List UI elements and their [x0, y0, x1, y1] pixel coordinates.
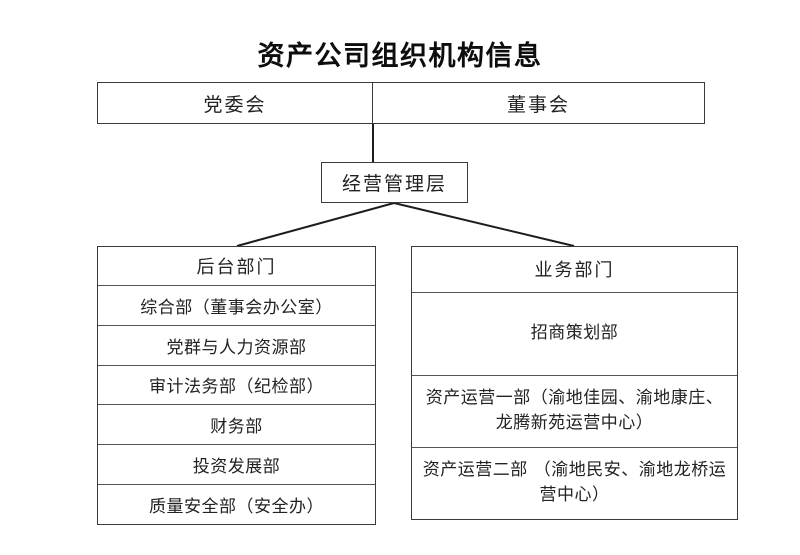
connector-management-to-backoffice: [236, 202, 395, 247]
business-item-asset-operation-two: 资产运营二部 （渝地民安、渝地龙桥运营中心）: [422, 459, 727, 506]
backoffice-item-quality-safety: 质量安全部（安全办）: [149, 496, 324, 517]
backoffice-item-finance: 财务部: [98, 405, 375, 445]
node-management-layer: 经营管理层: [321, 162, 468, 203]
business-department-column: 业务部门 招商策划部 资产运营一部（渝地佳园、渝地康庄、龙腾新苑运营中心） 资产…: [411, 246, 738, 520]
backoffice-item-audit-legal: 审计法务部（纪检部）: [98, 366, 375, 406]
backoffice-item-party-hr: 党群与人力资源部: [98, 326, 375, 366]
node-party-committee: 党委会: [98, 83, 373, 123]
business-column-header: 业务部门: [412, 247, 737, 293]
backoffice-item-investment: 投资发展部: [98, 445, 375, 485]
business-item-asset-operation-one: 资产运营一部（渝地佳园、渝地康庄、龙腾新苑运营中心）: [412, 376, 737, 448]
backoffice-item-general-office: 综合部（董事会办公室）: [98, 286, 375, 326]
page-title: 资产公司组织机构信息: [257, 41, 543, 72]
backoffice-department-column: 后台部门 综合部（董事会办公室） 党群与人力资源部 审计法务部（纪检部） 财务部…: [97, 246, 376, 525]
backoffice-column-header: 后台部门: [98, 247, 375, 287]
top-level-row: 党委会 董事会: [97, 82, 705, 124]
node-board-of-directors: 董事会: [506, 93, 570, 116]
connector-management-to-business: [393, 202, 575, 247]
business-item-investment-promotion: 招商策划部: [412, 293, 737, 377]
